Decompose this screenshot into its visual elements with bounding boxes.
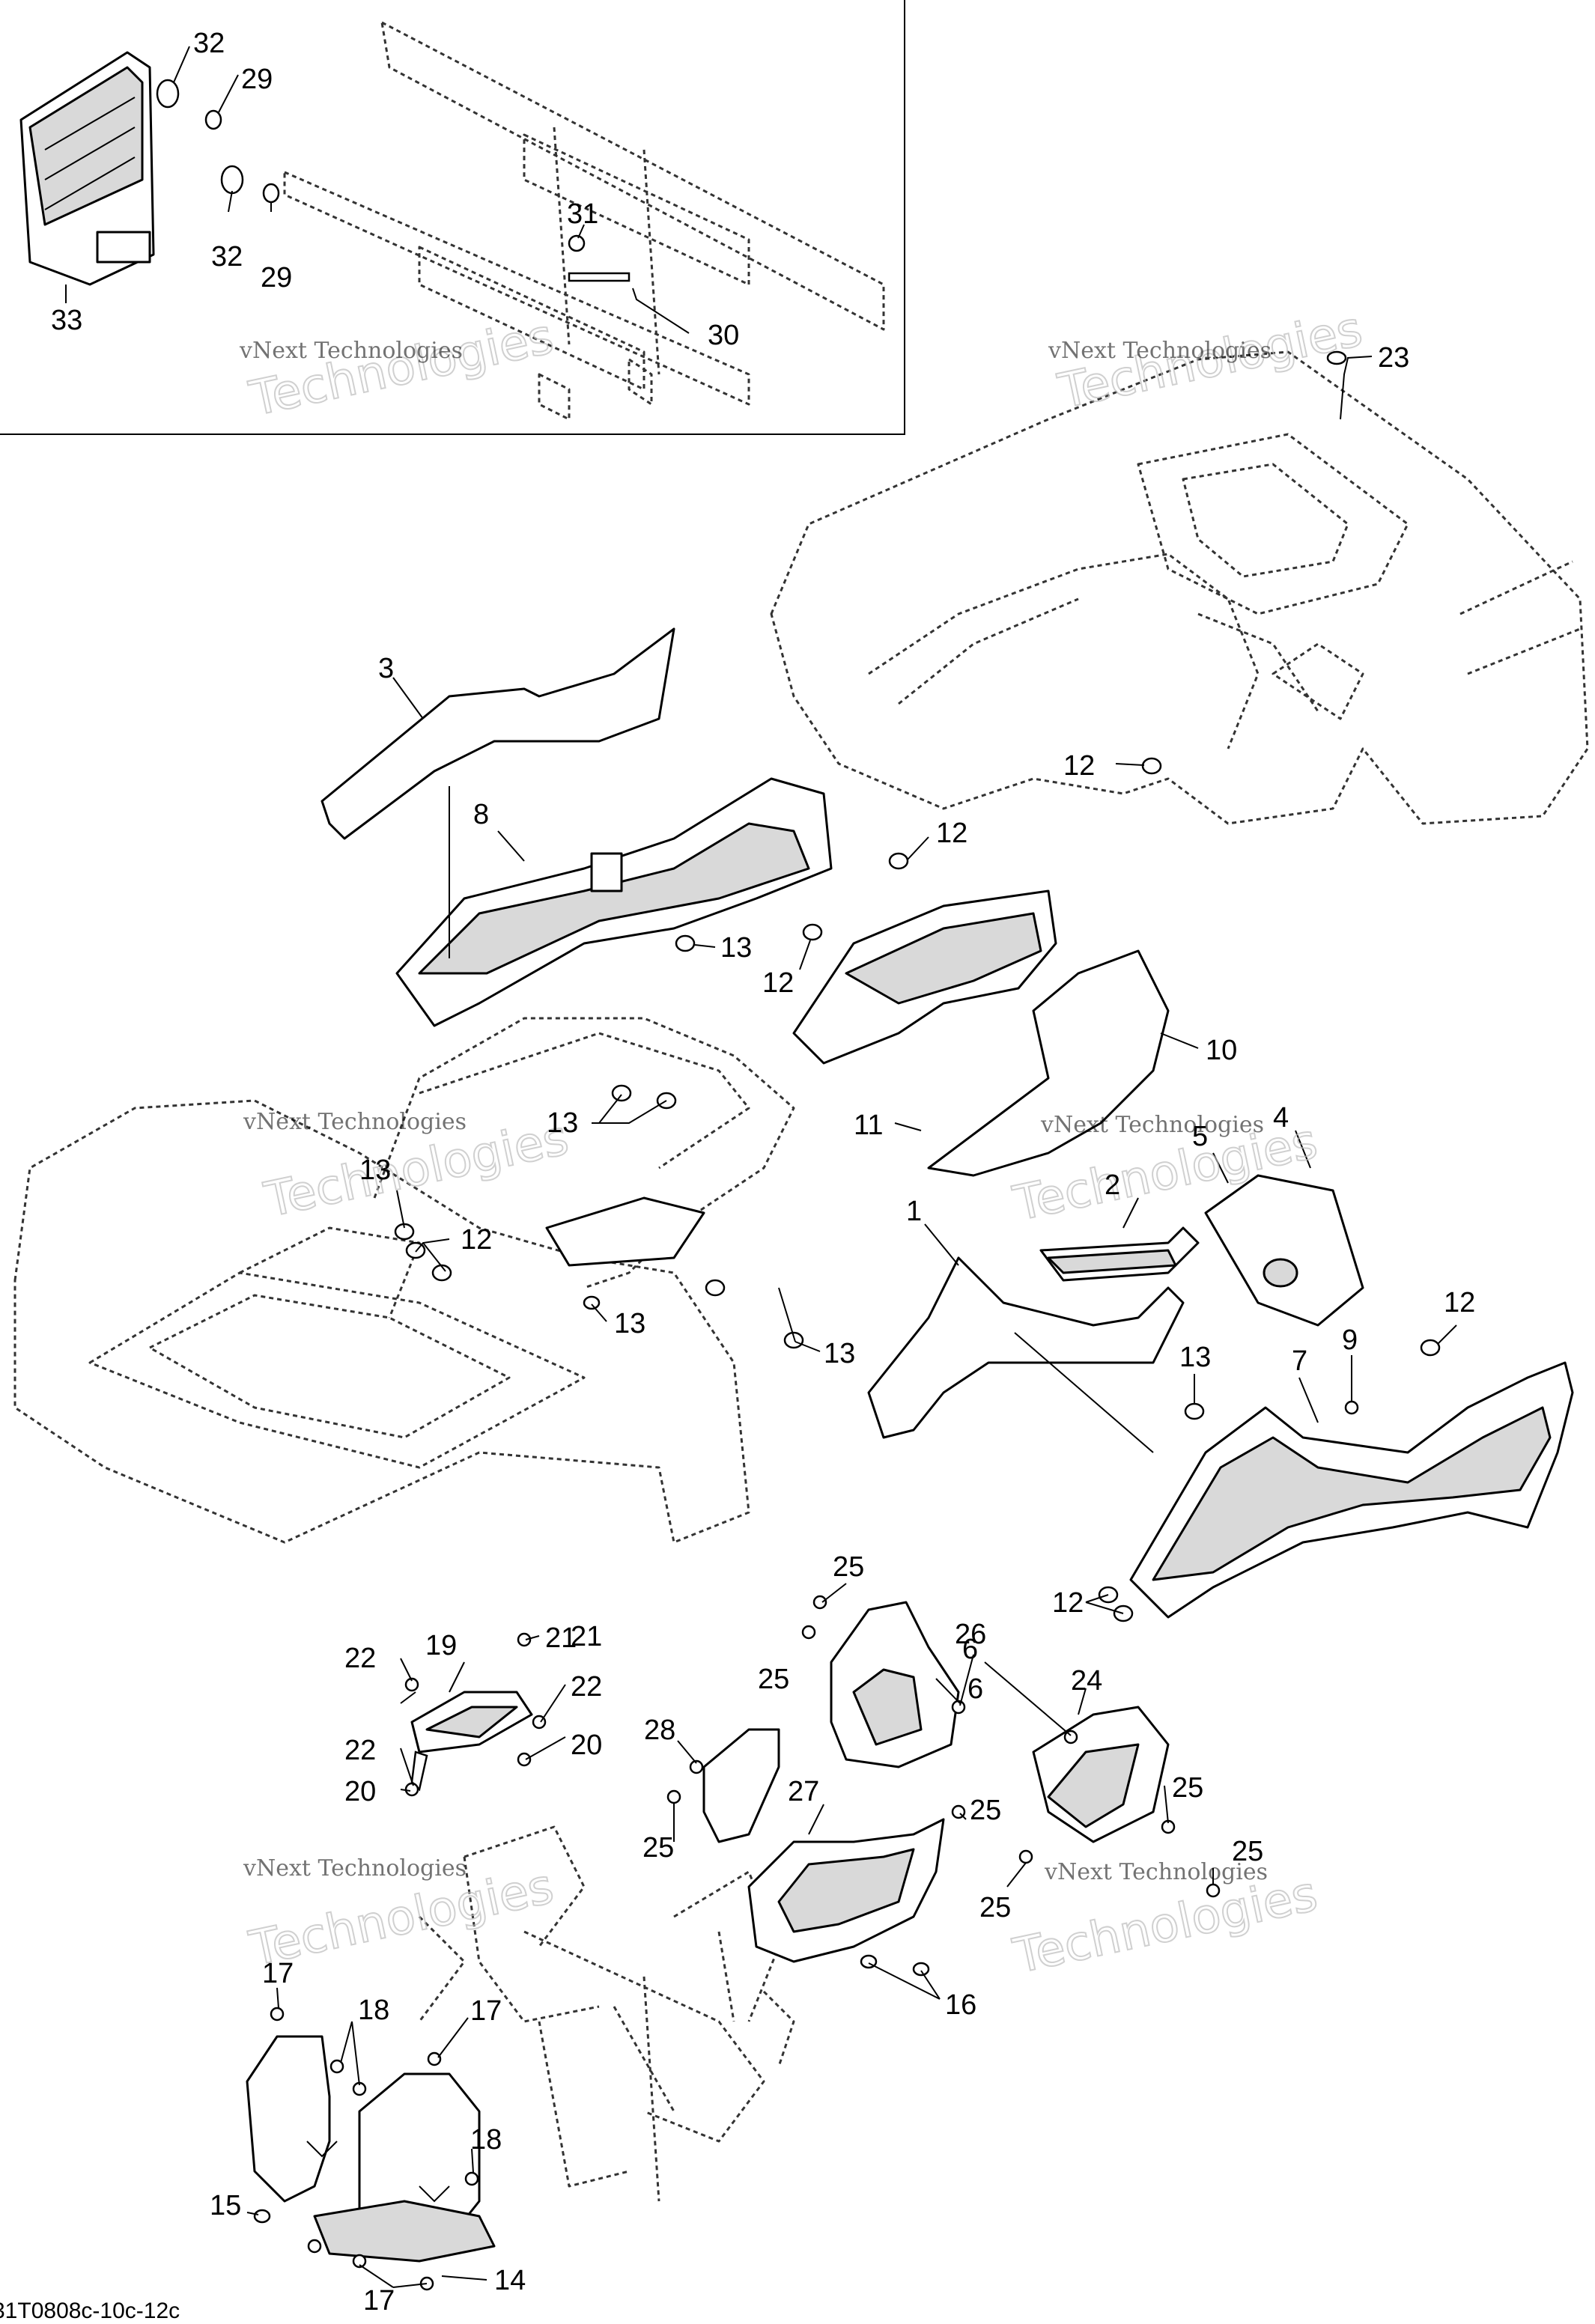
callout-label: 19 [425,1630,457,1661]
callout-label: 5 [1192,1121,1208,1152]
callout-label: 6 [962,1634,978,1665]
callout-label: 23 [1378,342,1409,374]
callout-label: 13 [824,1338,855,1369]
callout-label: 25 [970,1795,1001,1826]
svg-text:vNext Technologies: vNext Technologies [1040,1112,1264,1138]
callout-label: 31 [567,198,598,230]
callout-label: 12 [1063,750,1095,782]
svg-text:vNext Technologies: vNext Technologies [243,1855,467,1882]
callout-label: 28 [644,1715,675,1746]
callout-label: 25 [758,1664,789,1695]
callout-label: 33 [51,305,82,336]
callout-label: 13 [1179,1342,1211,1373]
callout-label: 22 [344,1643,376,1674]
part-2-trim [1039,1226,1200,1282]
part-33-front-cover [19,51,155,286]
callout-label: 3 [378,653,394,684]
part-5-cover [1204,1174,1364,1327]
callout-label: 29 [261,262,292,293]
callout-label: 17 [262,1958,294,1989]
hardware-fasteners [253,350,1441,2291]
callout-label: 18 [470,2124,502,2156]
callout-label: 13 [359,1155,391,1186]
front-inner-panel [373,1017,795,1289]
callout-label: 21 [571,1621,602,1652]
callout-label: 2 [1105,1169,1120,1201]
inset-frame [0,0,905,435]
callout-label: 32 [211,241,243,273]
callout-label: 4 [1273,1102,1289,1134]
callout-label: 13 [547,1107,578,1139]
callout-label: 26 [955,1619,986,1650]
callout-label: 12 [1444,1287,1475,1318]
svg-text:vNext Technologies: vNext Technologies [1044,1859,1268,1885]
part-10-rear-panel [792,889,1170,1177]
callout-label: 25 [1232,1836,1263,1867]
callout-label: 29 [241,64,273,95]
leader-lines [65,46,1457,2288]
callout-label: 25 [833,1551,864,1583]
part-24-shield [1032,1706,1170,1843]
callout-label: 10 [1206,1035,1237,1066]
callout-label: 7 [1292,1345,1307,1377]
svg-text:Technologies: Technologies [245,309,559,428]
callout-label: 30 [708,320,739,351]
svg-text:vNext Technologies: vNext Technologies [243,1109,467,1135]
callout-label: 12 [461,1224,492,1256]
callout-label: 11 [854,1110,883,1141]
front-frame [418,1825,795,2202]
callout-label: 17 [470,1995,502,2027]
callout-label: 1 [906,1196,922,1227]
callout-label: 20 [344,1776,376,1807]
front-fender [13,1099,750,1544]
callout-label: 18 [358,1995,389,2026]
callout-label: 12 [762,967,794,999]
callout-label: 25 [642,1832,674,1864]
part-1-decal [867,1256,1185,1439]
callout-label: 12 [1052,1587,1084,1619]
callout-label: 12 [936,818,967,849]
callout-label: 6 [967,1673,983,1705]
callout-label: 13 [614,1308,645,1339]
part-8-side-panel [395,777,833,1027]
callout-label: 20 [571,1730,602,1761]
callout-labels: 32 29 32 29 31 30 33 23 3 8 12 12 13 12 … [51,28,1475,2317]
callout-label: 14 [494,2265,526,2296]
callout-label: 24 [1071,1665,1102,1697]
svg-text:vNext Technologies: vNext Technologies [1048,338,1272,364]
callout-label: 8 [473,799,489,830]
callout-label: 9 [1342,1324,1358,1356]
callout-label: 25 [1172,1772,1203,1804]
part-7-side-panel [1129,1361,1574,1619]
svg-text:vNext Technologies: vNext Technologies [239,338,463,364]
callout-label: 27 [788,1776,819,1807]
part-26-cover [830,1601,960,1768]
callout-label: 22 [571,1671,602,1703]
inset-frame-drawing [283,21,885,421]
part-19-bracket [410,1691,533,1792]
callout-label: 17 [363,2285,395,2317]
callout-label: 16 [945,1989,976,2021]
part-14-bumper [246,2035,496,2263]
callout-label: 25 [979,1892,1011,1923]
callout-label: 22 [344,1735,376,1766]
part-28-shield [702,1728,780,1843]
callout-label: 21 [545,1622,577,1654]
callout-label: 32 [193,28,225,59]
callout-label: 15 [210,2190,241,2221]
reference-code: 31T0808c-10c-12c [0,2299,180,2323]
watermark-small: vNext Technologies vNext Technologies vN… [239,338,1272,1885]
part-3-decal [320,627,675,840]
callout-label: 13 [720,932,752,964]
rear-fender [770,350,1589,825]
part-27-skid-plate [747,1818,945,1963]
